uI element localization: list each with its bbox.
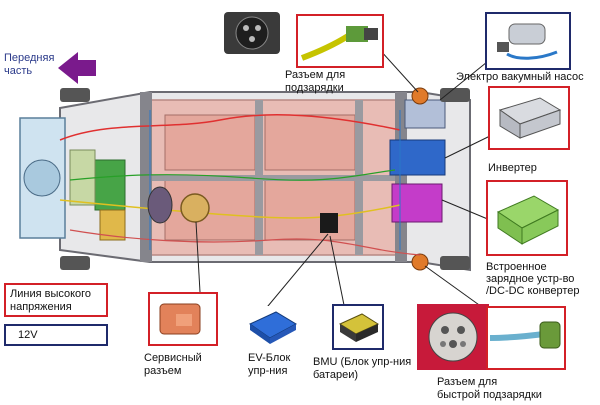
- ev-ecu-image: [246, 306, 300, 346]
- charge-port-socket-image: [222, 8, 284, 58]
- quick-charge-socket-image: [417, 304, 489, 370]
- bmu-image: [332, 304, 384, 350]
- onboard-charger-label: Встроенное зарядное устр-во /DC-DC конве…: [486, 261, 580, 297]
- service-plug-image: [148, 292, 218, 346]
- service-plug-label: Сервисный разъем: [144, 352, 202, 377]
- chassis-frame: [19, 87, 471, 272]
- hv-line-legend: Линия высокого напряжения: [4, 283, 108, 317]
- charge-port-image: [296, 14, 384, 68]
- front-label: Передняя часть: [4, 52, 55, 77]
- bmu-label: BMU (Блок упр-ния батареи): [313, 356, 412, 381]
- v12-label: 12V: [18, 329, 38, 341]
- hv-line-label: Линия высокого напряжения: [10, 288, 92, 313]
- vacuum-pump-label: Электро вакумный насос: [456, 71, 584, 83]
- inverter-label: Инвертер: [488, 162, 537, 174]
- vacuum-pump-image: [485, 12, 571, 70]
- onboard-charger-image: [486, 180, 568, 256]
- quick-charge-plug-image: [486, 306, 566, 370]
- quick-charge-label: Разъем для быстрой подзарядки: [437, 376, 542, 401]
- ev-ecu-label: EV-Блок упр-ния: [248, 352, 291, 377]
- charge-port-label: Разъем для подзарядки: [285, 69, 346, 94]
- v12-legend: 12V: [4, 324, 108, 346]
- inverter-image: [488, 86, 570, 150]
- purple-arrow-icon: [58, 52, 96, 84]
